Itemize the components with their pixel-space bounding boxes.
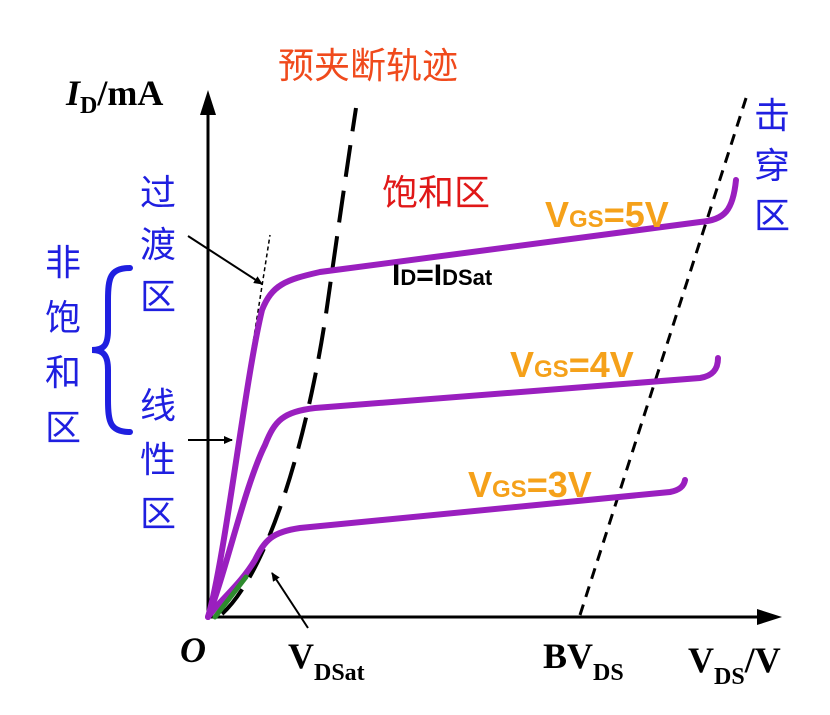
characteristic-curves [205,177,739,620]
svg-text:击: 击 [754,96,790,137]
breakdown-locus-line [578,91,750,616]
breakdown-region-label: 击 穿 区 [754,96,790,237]
vdsat-arrow [271,572,309,629]
svg-text:穿: 穿 [754,146,790,187]
pinch-off-locus-title: 预夹断轨迹 [278,46,458,87]
vdsat-label: VDSat [288,636,365,686]
transition-region-label: 过 渡 区 [140,173,176,318]
non-saturation-region-label: 非 饱 和 区 [45,243,81,449]
curve-vgs4 [205,355,721,620]
bvds-label: BVDS [543,636,624,686]
linear-region-label: 线 性 区 [140,386,176,535]
svg-text:区: 区 [45,408,81,449]
id-equals-idsat-label: ID=IDSat [392,259,493,292]
y-axis-label: ID/mA [65,73,163,119]
svg-text:性: 性 [140,440,176,481]
svg-text:区: 区 [140,494,176,535]
svg-text:和: 和 [45,353,81,394]
axes [200,90,782,625]
svg-text:区: 区 [140,277,176,318]
pinch-off-locus-line [220,107,358,616]
y-axis-arrowhead [200,90,216,115]
saturation-region-label: 饱和区 [382,173,490,214]
curve-vgs5 [205,177,739,620]
svg-text:区: 区 [754,196,790,237]
transition-region-arrow [187,235,263,285]
svg-text:过: 过 [140,173,176,214]
linear-segment-green [212,574,249,620]
svg-text:渡: 渡 [140,225,176,266]
origin-label: O [180,630,206,670]
x-axis-arrowhead [757,609,782,625]
x-axis-label: VDS/V [688,640,781,690]
curve-label-vgs5: VGS=5V [545,194,669,235]
svg-text:线: 线 [140,386,176,427]
curve-label-vgs3: VGS=3V [468,464,592,505]
curve-label-vgs4: VGS=4V [510,344,634,385]
curly-brace [91,265,133,435]
curve-vgs3 [205,477,688,620]
svg-text:饱: 饱 [45,298,81,339]
svg-text:非: 非 [45,243,81,284]
